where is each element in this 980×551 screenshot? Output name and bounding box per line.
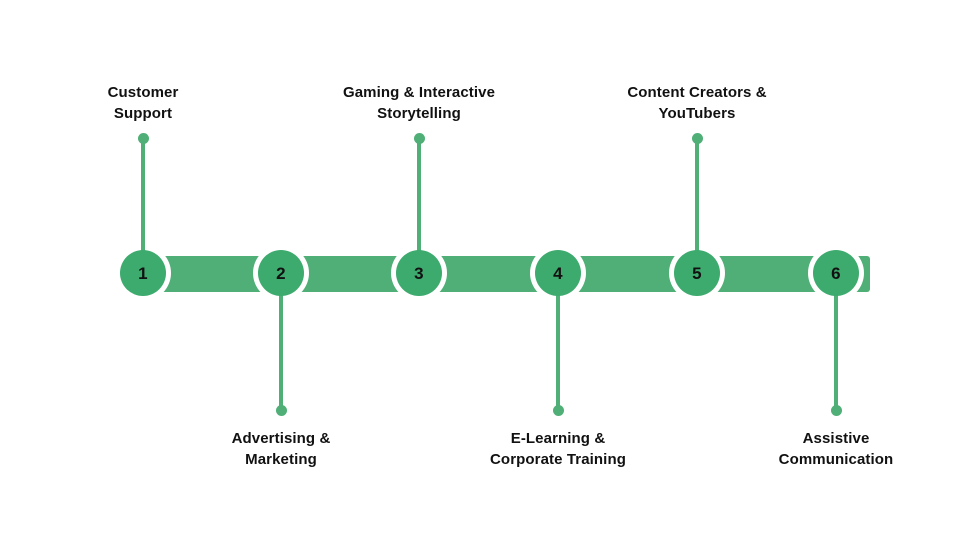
step-label-line2: Support: [113, 105, 173, 123]
node-number: 3: [414, 263, 424, 283]
node-number: 6: [831, 263, 841, 283]
connector-stem-6: [834, 273, 838, 410]
step-label-4: E-Learning & Corporate Training: [438, 428, 678, 471]
step-label-line1: Content Creators &: [627, 84, 767, 101]
step-label-line1: E-Learning &: [510, 430, 606, 447]
node-number: 2: [276, 263, 286, 283]
step-label-line1: Customer: [107, 84, 179, 101]
step-label-line1: Gaming & Interactive: [342, 84, 496, 101]
step-label-line2: Marketing: [245, 451, 317, 469]
step-label-line2: Corporate Training: [490, 451, 626, 469]
connector-stem-3: [417, 138, 421, 273]
connector-stem-5: [695, 138, 699, 273]
timeline-node-5[interactable]: 5: [674, 250, 720, 296]
step-label-line2: Storytelling: [377, 105, 461, 123]
connector-dot-1: [137, 132, 149, 144]
node-number: 1: [138, 263, 148, 283]
timeline-node-3[interactable]: 3: [396, 250, 442, 296]
node-number: 5: [692, 263, 702, 283]
step-label-line2: Communication: [778, 451, 894, 469]
connector-dot-4: [552, 404, 564, 416]
step-label-line1: Advertising &: [231, 430, 331, 447]
connector-stem-2: [279, 273, 283, 410]
timeline-node-6[interactable]: 6: [813, 250, 859, 296]
timeline-node-4[interactable]: 4: [535, 250, 581, 296]
connector-stem-4: [556, 273, 560, 410]
timeline-node-1[interactable]: 1: [120, 250, 166, 296]
timeline-node-2[interactable]: 2: [258, 250, 304, 296]
step-label-2: Advertising & Marketing: [161, 428, 401, 471]
connector-dot-5: [691, 132, 703, 144]
connector-stem-1: [141, 138, 145, 273]
connector-dot-2: [275, 404, 287, 416]
connector-dot-6: [830, 404, 842, 416]
node-number: 4: [553, 263, 563, 283]
connector-dot-3: [413, 132, 425, 144]
step-label-line1: Assistive: [802, 430, 870, 447]
step-label-5: Content Creators & YouTubers: [577, 82, 817, 125]
step-label-line2: YouTubers: [658, 105, 736, 123]
